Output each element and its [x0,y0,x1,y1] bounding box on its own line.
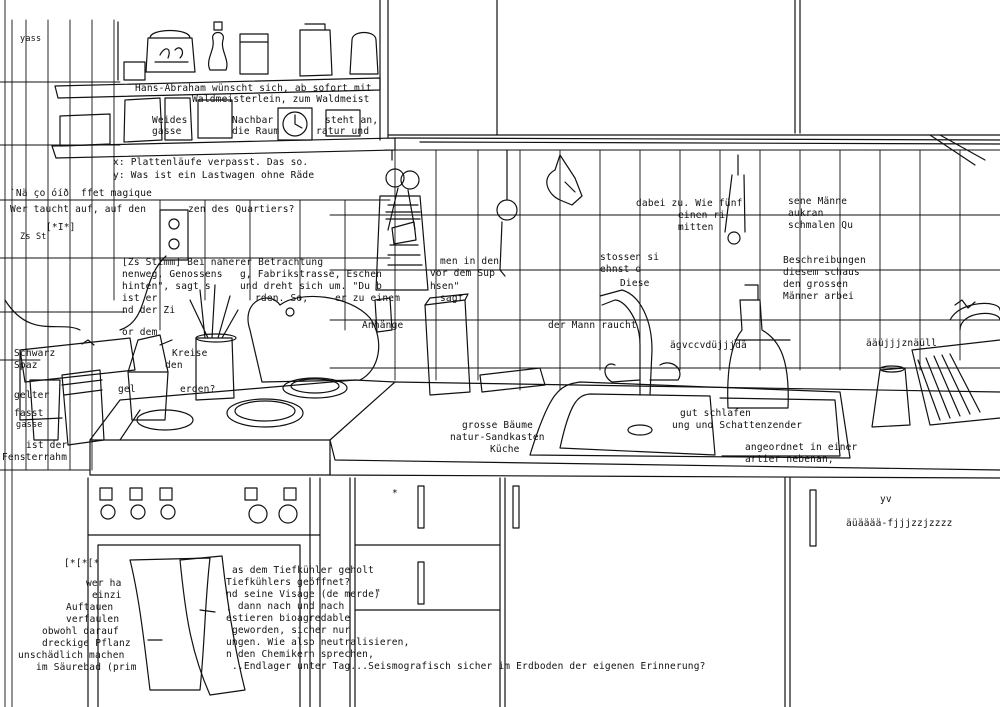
text-fragment: den grossen [783,279,849,290]
text-fragment: ratur und [316,126,370,137]
text-fragment: zen des Quartiers? [188,204,295,215]
text-fragment: gasse [152,126,182,137]
text-fragment: Auftauen [66,602,114,613]
text-fragment: hsen" [430,281,460,292]
text-fragment: äüääää-fjjjzzjzzzz [846,518,953,529]
text-fragment: fasst [14,408,44,419]
text-fragment: Anhänge [362,320,404,331]
text-fragment: ung und Schattenzender [672,420,803,431]
text-fragment: Schwarz [14,348,56,359]
text-fragment: ääüjjjznäüll [866,338,938,349]
text-fragment: , dann nach und nach [226,601,345,612]
text-fragment: sagt [440,293,464,304]
text-fragment: der Mann raucht [548,320,637,331]
upper-cabinets [379,0,1000,166]
wall-socket [4,209,189,331]
text-fragment: Diese [620,278,650,289]
text-fragment: aukran [788,208,824,219]
stove [87,377,396,707]
text-fragment: Kreise [172,348,208,359]
text-fragment: steht an, [325,115,379,126]
text-fragment: geworden, sicher nur [232,625,351,636]
text-fragment: Männer arbei [783,291,855,302]
text-fragment: [Zs Stimm] Bei näherer Betrachtung [122,257,324,268]
text-fragment: " [375,588,381,599]
wall-shelves [51,21,396,159]
text-fragment: ist er [122,293,158,304]
text-fragment: gelter [14,390,50,401]
text-fragment: im Säurebad (prim [36,662,137,673]
text-fragment: und dreht sich um. "Du b [240,281,383,292]
text-fragment: Weides [152,115,188,126]
text-fragment: gel [118,384,136,395]
text-fragment: schmalen Qu [788,220,854,231]
text-fragment: angeordnet in einer [745,442,858,453]
text-fragment: diesem schaus [783,267,860,278]
text-fragment: dabei zu. Wie fünf [636,198,743,209]
text-fragment: or dem [122,327,158,338]
text-fragment: dreckige Pflanz [42,638,131,649]
text-fragment: mitten [678,222,714,233]
text-fragment: artier nebenan, [745,454,834,465]
text-fragment: men in den [440,256,500,267]
text-fragment: g, Fabrikstrasse, Eschen [240,269,383,280]
text-fragment: gut schlafen [680,408,752,419]
text-fragment: Fensterrahm [2,452,68,463]
text-fragment: gasse [16,420,43,430]
text-fragment: ehnst d [600,264,642,275]
text-fragment: stossen si [600,252,660,263]
text-fragment: x: Plattenläufe verpasst. Das so. [113,157,309,168]
text-fragment: Waldmeisterlein, zum Waldmeist [192,94,370,105]
text-fragment: verfaulen [66,614,120,625]
text-fragment: Hans-Abraham wünscht sich, ab sofort mit [135,83,372,94]
text-fragment: estieren bioagredable [226,613,351,624]
text-fragment: ungen. Wie also neutralisieren, [226,637,410,648]
text-fragment: ägvccvdüjjjdä [670,340,747,351]
text-fragment: er zu einem [335,293,401,304]
text-fragment: die Raum [232,126,280,137]
text-fragment: ..Endlager unter Tag...Seismografisch si… [232,661,706,672]
text-fragment: sene Männe [788,196,848,207]
text-fragment: n den Chemikern sprechen, [226,649,374,660]
text-fragment: [*[*[* [64,558,100,569]
text-fragment: Tiefkühlers geöffnet? [226,577,351,588]
text-fragment: yv [880,494,892,505]
text-fragment: nenweg, Genossens [122,269,223,280]
text-fragment: den [165,360,183,371]
text-fragment: Zs St [20,232,47,242]
text-fragment: nd seine Visage (de merde) [226,589,380,600]
text-fragment: einen ri [678,210,726,221]
text-fragment: yass [20,34,42,44]
left-wall-edge [4,0,13,707]
text-fragment: erden? [180,384,216,395]
text-fragment: unschädlich machen [18,650,125,661]
text-fragment: wer ha [86,578,122,589]
text-fragment: ist der [26,440,68,451]
hanging-utensils [375,149,746,291]
text-fragment: rden. So, [255,293,309,304]
text-fragment: y: Was ist ein Lastwagen ohne Räde [113,170,315,181]
text-fragment: obwohl darauf [42,626,119,637]
text-fragment: Spaz [14,360,38,371]
text-fragment: Wer taucht auf, auf den [10,204,147,215]
text-fragment: grosse Bäume [462,420,534,431]
lower-cabinets [349,477,817,707]
text-fragment: * [392,488,398,499]
text-fragment: hinten", sagt s [122,281,211,292]
text-fragment: nd der Zi [122,305,176,316]
text-fragment: as dem Tiefkühler geholt [232,565,375,576]
text-fragment: [*I*] [46,222,76,233]
countertop-items-left [19,284,393,446]
text-fragment: Küche [490,444,520,455]
text-fragment: Beschreibungen [783,255,866,266]
counter-sink [329,284,1000,479]
text-fragment: natur-Sandkasten [450,432,545,443]
text-fragment: Nachbar [232,115,274,126]
text-fragment: einzi [92,590,122,601]
text-fragment: vor dem Sup [430,268,496,279]
text-fragment: `Nä ço óíð ffet magique [10,188,153,199]
